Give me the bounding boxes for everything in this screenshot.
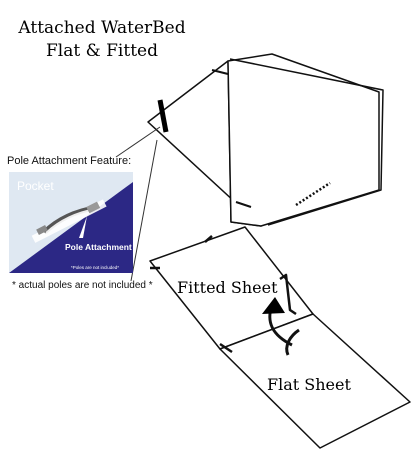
folded-sheet-drawing [147,53,384,227]
inset-graphic [9,172,133,273]
diagram-title-line1: Attached WaterBed [18,18,186,38]
pocket-label: Pocket [17,179,54,193]
flat-sheet-label: Flat Sheet [267,375,351,394]
inset-heading: Pole Attachment Feature: [7,155,132,167]
inset-note: * actual poles are not included * [12,280,153,291]
pole-attachment-label: Pole Attachment [65,242,132,252]
unfolded-sheet-drawing [149,226,411,449]
poles-fine-print: *Poles are not included* [71,265,120,270]
diagram-title-line2: Flat & Fitted [46,41,158,61]
pole-attachment-inset [9,172,133,273]
callout-lines [115,126,161,282]
fitted-sheet-label: Fitted Sheet [177,278,278,297]
